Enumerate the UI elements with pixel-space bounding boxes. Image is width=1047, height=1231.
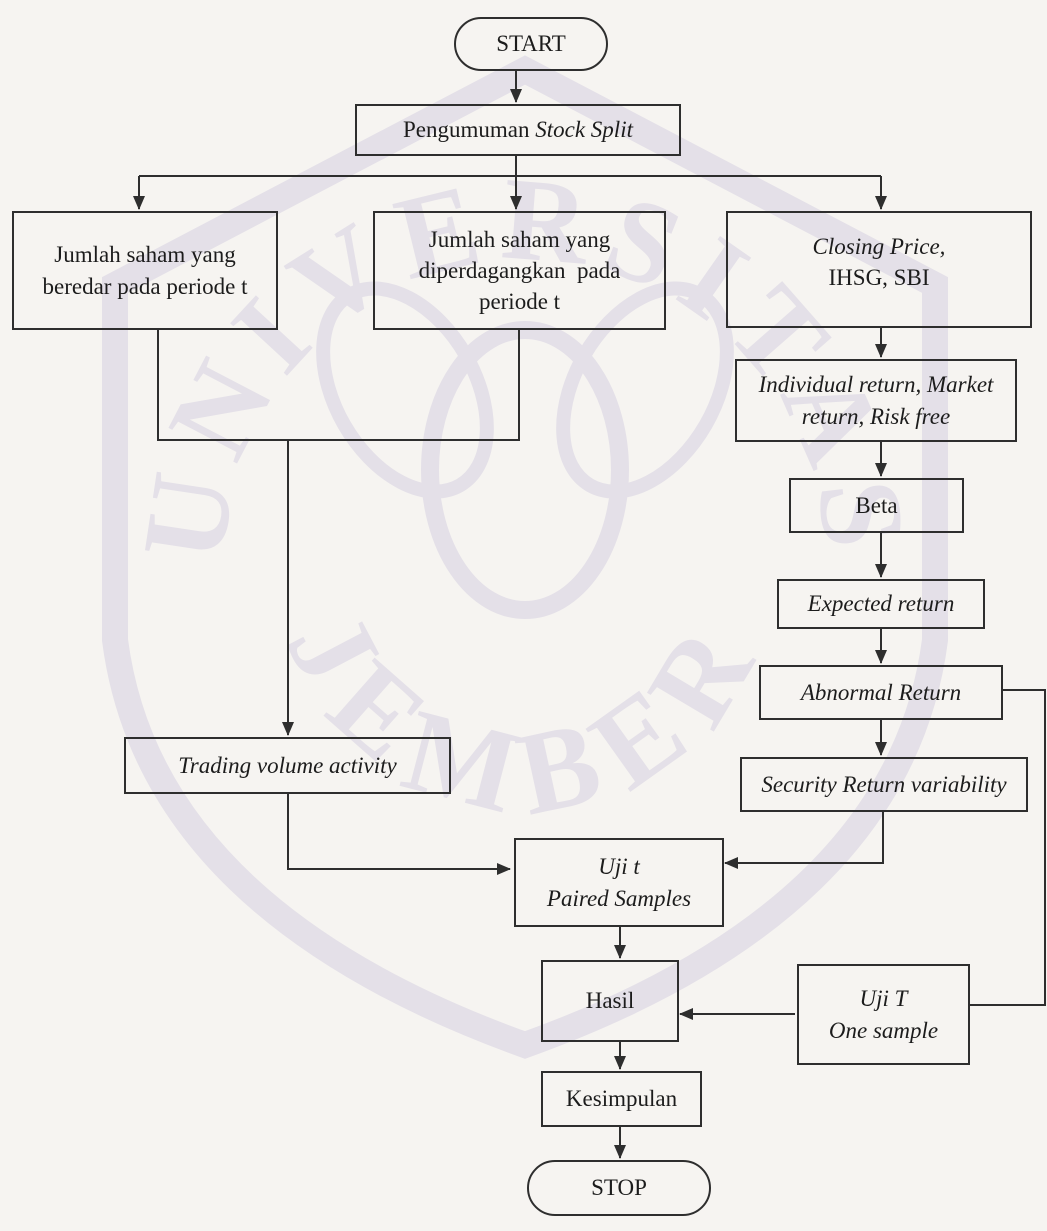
security-return-variability-label: Security Return variability	[761, 771, 1007, 797]
closing-price-line-2: IHSG, SBI	[828, 265, 930, 291]
trading-volume-box: Trading volume activity	[124, 737, 451, 794]
shares-traded-line-2: diperdagangkan pada	[418, 257, 621, 283]
uji-t-paired-line-2: Paired Samples	[546, 885, 692, 911]
uji-t-one-sample-box: Uji T One sample	[797, 964, 970, 1065]
shares-outstanding-line-1: Jumlah saham yang	[54, 242, 236, 268]
shares-traded-line-3: periode t	[478, 289, 561, 315]
abnormal-return-box: Abnormal Return	[759, 665, 1003, 720]
announce-emphasis: Stock Split	[535, 117, 633, 143]
uji-t-paired-line-1: Uji t	[598, 854, 640, 880]
arrow-trading-to-uji-paired	[287, 792, 511, 875]
stop-label: STOP	[591, 1175, 647, 1201]
trading-volume-label: Trading volume activity	[178, 752, 397, 778]
shares-outstanding-line-2: beredar pada periode t	[42, 273, 248, 299]
kesimpulan-label: Kesimpulan	[565, 1086, 678, 1112]
security-return-variability-box: Security Return variability	[740, 757, 1028, 812]
closing-price-line-1: Closing Price,	[812, 234, 946, 259]
returns-line-1: Individual return, Market	[758, 372, 994, 398]
uji-t-paired-box: Uji t Paired Samples	[514, 838, 724, 927]
announce-prefix: Pengumuman	[403, 117, 536, 143]
returns-line-2: return, Risk free	[801, 403, 951, 429]
closing-price-box: Closing Price, IHSG, SBI	[726, 211, 1032, 328]
hasil-box: Hasil	[541, 960, 679, 1042]
stop-terminal: STOP	[527, 1160, 711, 1216]
shares-traded-line-1: Jumlah saham yang	[428, 226, 611, 252]
uji-t-one-line-1: Uji T	[859, 986, 908, 1012]
expected-return-box: Expected return	[777, 579, 985, 629]
announce-box: Pengumuman Stock Split	[355, 104, 681, 156]
abnormal-return-label: Abnormal Return	[800, 680, 962, 705]
kesimpulan-box: Kesimpulan	[541, 1071, 702, 1127]
shares-traded-box: Jumlah saham yang diperdagangkan pada pe…	[373, 211, 666, 330]
beta-label: Beta	[855, 492, 898, 518]
uji-t-one-line-2: One sample	[828, 1017, 939, 1043]
returns-box: Individual return, Market return, Risk f…	[735, 359, 1017, 442]
expected-return-label: Expected return	[807, 591, 955, 617]
line-merge-shares	[157, 328, 520, 441]
line-abnormal-to-uji-one	[970, 689, 1046, 1006]
beta-box: Beta	[789, 478, 964, 533]
start-terminal: START	[454, 17, 608, 71]
hasil-label: Hasil	[585, 988, 635, 1014]
start-label: START	[496, 31, 566, 57]
arrow-srv-to-uji-paired	[724, 810, 884, 869]
shares-outstanding-box: Jumlah saham yang beredar pada periode t	[12, 211, 278, 330]
